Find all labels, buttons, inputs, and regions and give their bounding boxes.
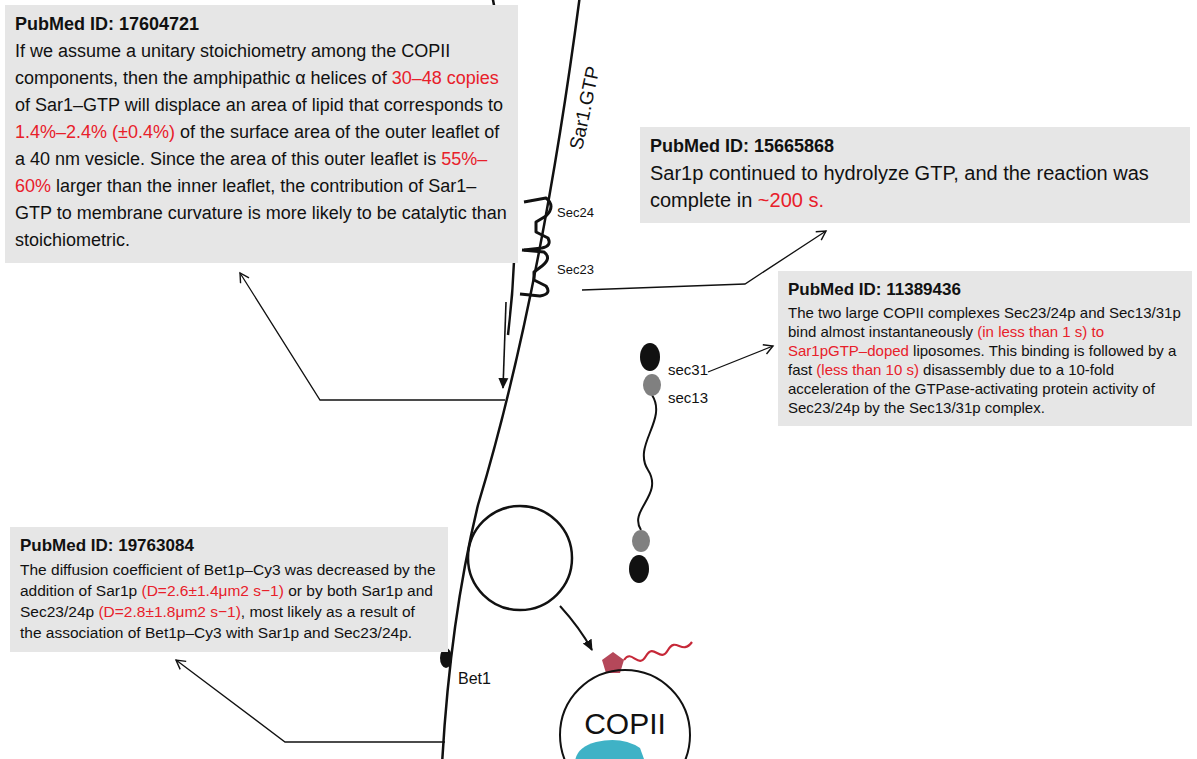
citation-callout: PubMed ID: 15665868Sar1p continued to hy… (640, 127, 1190, 223)
callout-body: The diffusion coefficient of Bet1p–Cy3 w… (20, 559, 438, 643)
sec31-domain (640, 343, 660, 371)
release-arrow (560, 606, 592, 650)
leader-line (176, 660, 445, 742)
part-label: sec13 (668, 389, 708, 406)
part-label: Bet1 (458, 670, 491, 688)
cargo-helix (624, 642, 692, 661)
sec13-domain (632, 530, 650, 552)
highlighted-value: (less than 10 s) (816, 361, 919, 378)
highlighted-value: (D=2.6±1.4μm2 s−1) (142, 582, 284, 599)
part-label: Sar1.GTP (565, 64, 604, 151)
leader-line (240, 273, 505, 400)
sec31-domain (629, 555, 649, 583)
highlighted-value: 1.4%–2.4% (±0.4%) (15, 122, 175, 142)
pubmed-heading: PubMed ID: 17604721 (15, 12, 508, 36)
part-label: sec31 (668, 361, 708, 378)
citation-callout: PubMed ID: 19763084The diffusion coeffic… (10, 527, 448, 652)
sec24-shape (524, 198, 551, 250)
budding-arrow (503, 302, 506, 388)
pubmed-heading: PubMed ID: 11389436 (788, 278, 1182, 301)
highlighted-value: ~200 s. (758, 189, 824, 211)
vesicle-label: COPII (584, 707, 666, 741)
copii-vesicle: COPII (559, 669, 691, 759)
part-label: Sec24 (557, 205, 594, 220)
target-membrane (575, 740, 648, 759)
callout-body: Sar1p continued to hydrolyze GTP, and th… (650, 160, 1180, 214)
citation-callout: PubMed ID: 17604721 If we assume a unitar… (5, 5, 518, 263)
highlighted-value: 30–48 copies (392, 68, 499, 88)
callout-text: of Sar1–GTP will displace an area of lip… (15, 95, 503, 115)
pubmed-heading: PubMed ID: 15665868 (650, 134, 1180, 158)
callout-text: larger than the inner leaflet, the contr… (15, 176, 507, 250)
callout-body: If we assume a unitary stoichiometry amo… (15, 38, 508, 254)
sec13-31-rod (638, 395, 656, 530)
callout-text: If we assume a unitary stoichiometry amo… (15, 41, 450, 88)
highlighted-value: (D=2.8±1.8μm2 s−1) (98, 603, 240, 620)
part-label: Sec23 (557, 262, 594, 277)
budding-vesicle (468, 506, 572, 610)
leader-line (708, 346, 773, 372)
sec13-domain (643, 374, 661, 396)
sec23-shape (520, 250, 548, 296)
citation-callout: PubMed ID: 11389436The two large COPII c… (778, 271, 1192, 426)
callout-text: Sar1p continued to hydrolyze GTP, and th… (650, 162, 1149, 211)
pubmed-heading: PubMed ID: 19763084 (20, 534, 438, 557)
callout-body: The two large COPII complexes Sec23/24p … (788, 303, 1182, 417)
